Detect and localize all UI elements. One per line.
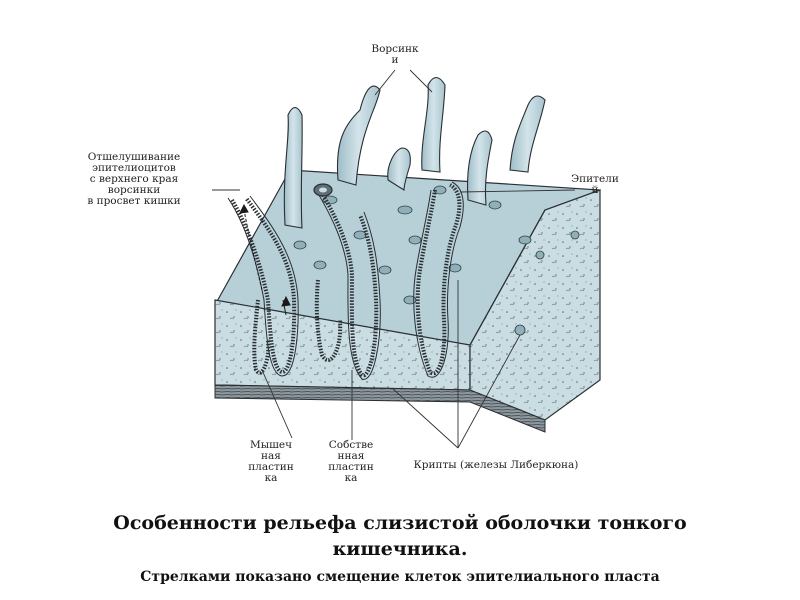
muscularis-label: Мышеч ная пластин ка	[248, 439, 294, 484]
mucosa-diagram	[212, 69, 601, 449]
villus	[387, 147, 411, 191]
desquamation-label: Отшелушивание эпителиоцитов с верхнего к…	[87, 151, 181, 207]
villus	[283, 106, 303, 229]
villus	[421, 76, 446, 173]
side-openings	[514, 230, 580, 336]
villi-label: Ворсинк и	[371, 43, 419, 66]
villus	[509, 95, 546, 173]
cell-shift-arrows	[239, 203, 291, 316]
epithelial-folds	[230, 183, 462, 378]
crypts-label: Крипты (железы Либеркюна)	[413, 459, 579, 471]
muscularis-layer	[214, 384, 546, 433]
leader-lines	[212, 69, 576, 449]
epithelium-label: Эпители й	[571, 173, 619, 196]
epithelial-folds-outline	[227, 181, 464, 380]
slide-title: Особенности рельефа слизистой оболочки т…	[113, 512, 687, 560]
slide-subtitle: Стрелками показано смещение клеток эпите…	[140, 569, 660, 585]
villus	[466, 130, 493, 206]
villus	[336, 85, 381, 186]
villi	[283, 76, 546, 229]
lamina-propria-label: Собстве нная пластин ка	[328, 439, 374, 484]
